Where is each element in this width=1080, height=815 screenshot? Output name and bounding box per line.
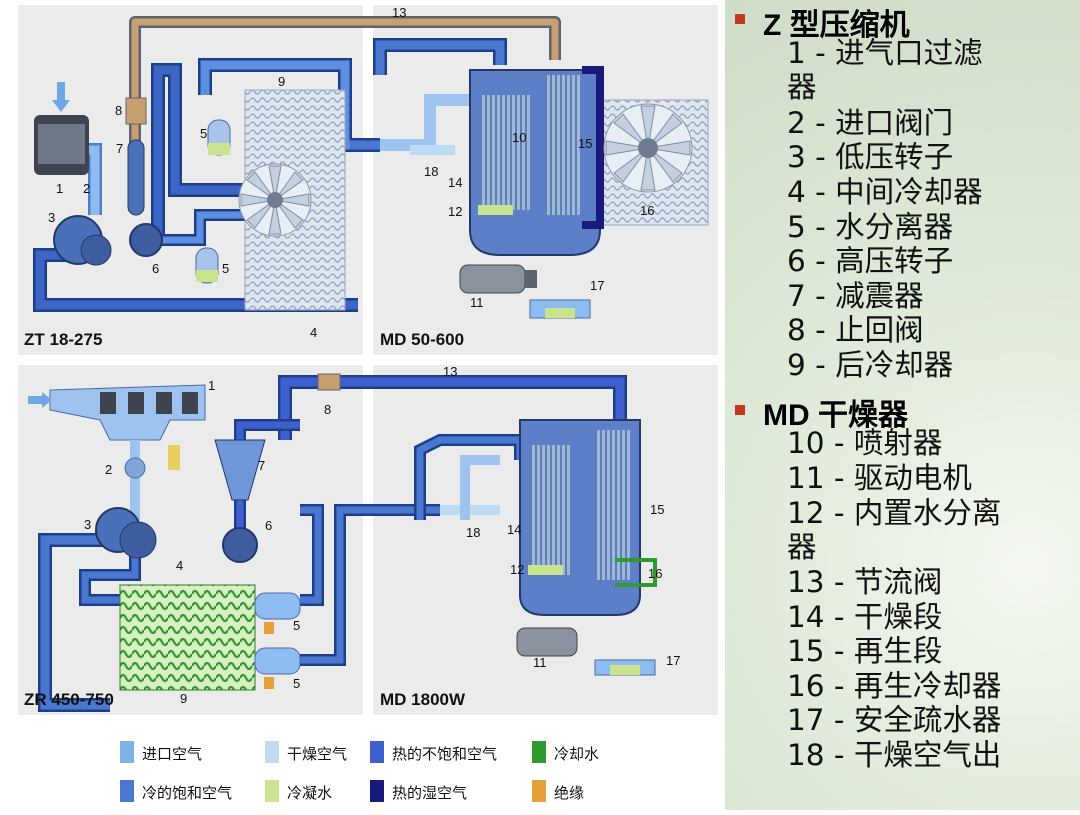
callout-number: 1 bbox=[56, 181, 63, 196]
list-item: 2 - 进口阀门 bbox=[787, 106, 954, 140]
callout-number: 17 bbox=[666, 653, 680, 668]
list-item: 12 - 内置水分离 bbox=[787, 496, 1002, 530]
legend-label: 干燥空气 bbox=[287, 745, 348, 763]
list-item: 15 - 再生段 bbox=[787, 634, 943, 668]
zr-compressor-graphic bbox=[28, 384, 440, 712]
callout-number: 16 bbox=[640, 203, 654, 218]
callout-number: 11 bbox=[470, 295, 484, 310]
legend-label: 热的湿空气 bbox=[392, 784, 468, 802]
callout-number: 7 bbox=[258, 458, 265, 473]
callout-number: 11 bbox=[533, 655, 547, 670]
callout-number: 1 bbox=[208, 378, 215, 393]
compressor-dryer-diagram: ZT 18-275 MD 50-600 ZR 450-750 MD 1800W … bbox=[18, 5, 718, 802]
callout-number: 15 bbox=[578, 136, 592, 151]
callout-number: 2 bbox=[105, 462, 112, 477]
zt-compressor-graphic bbox=[33, 58, 380, 312]
callout-number: 6 bbox=[265, 518, 272, 533]
section-title-dryer: MD 干燥器 bbox=[763, 399, 908, 432]
section-title-compressor: Z 型压缩机 bbox=[763, 9, 910, 42]
legend-swatch-insulation bbox=[532, 780, 546, 802]
callout-number: 2 bbox=[83, 181, 90, 196]
list-item: 器 bbox=[787, 70, 817, 104]
list-item: 11 - 驱动电机 bbox=[787, 461, 972, 495]
callout-number: 12 bbox=[510, 562, 524, 577]
component-list: Z 型压缩机 1 - 进气口过滤 器 2 - 进口阀门 3 - 低压转子 4 -… bbox=[725, 0, 1080, 810]
callout-number: 12 bbox=[448, 204, 462, 219]
list-item: 17 - 安全疏水器 bbox=[787, 703, 1002, 737]
list-item: 5 - 水分离器 bbox=[787, 210, 954, 244]
callout-number: 8 bbox=[115, 103, 122, 118]
callout-number: 4 bbox=[176, 558, 183, 573]
callout-number: 4 bbox=[310, 325, 317, 340]
callout-number: 6 bbox=[152, 261, 159, 276]
list-item: 6 - 高压转子 bbox=[787, 244, 954, 278]
callout-number: 9 bbox=[180, 691, 187, 706]
callout-number: 8 bbox=[324, 402, 331, 417]
callout-number: 5 bbox=[293, 618, 300, 633]
legend-label: 进口空气 bbox=[142, 745, 203, 763]
callout-number: 17 bbox=[590, 278, 604, 293]
flow-diagram-svg: ZT 18-275 MD 50-600 ZR 450-750 MD 1800W … bbox=[18, 5, 718, 715]
panel-label-md1800: MD 1800W bbox=[380, 690, 466, 709]
callout-number: 16 bbox=[648, 566, 662, 581]
md-dryer-graphic bbox=[350, 38, 709, 319]
callout-number: 18 bbox=[424, 164, 438, 179]
legend-label: 热的不饱和空气 bbox=[392, 745, 498, 763]
legend-label: 冷凝水 bbox=[287, 784, 333, 802]
callout-number: 14 bbox=[507, 522, 521, 537]
legend-swatch-hot-wet-air bbox=[370, 780, 384, 802]
legend-label: 冷却水 bbox=[554, 745, 600, 763]
callout-number: 13 bbox=[392, 5, 406, 20]
legend-swatch-cold-saturated-air bbox=[120, 780, 134, 802]
list-item: 器 bbox=[787, 530, 817, 564]
legend-swatch-intake-air bbox=[120, 741, 134, 763]
callout-number: 3 bbox=[48, 210, 55, 225]
panel-label-md50: MD 50-600 bbox=[380, 330, 464, 349]
list-item: 3 - 低压转子 bbox=[787, 140, 954, 174]
callout-number: 7 bbox=[116, 141, 123, 156]
callout-number: 10 bbox=[512, 130, 526, 145]
callout-number: 9 bbox=[278, 74, 285, 89]
bullet-icon bbox=[735, 14, 745, 24]
pipe-13-bottom bbox=[278, 373, 627, 440]
callout-number: 5 bbox=[222, 261, 229, 276]
bullet-icon bbox=[735, 405, 745, 415]
callout-number: 18 bbox=[466, 525, 480, 540]
list-item: 7 - 减震器 bbox=[787, 279, 924, 313]
callout-number: 5 bbox=[200, 126, 207, 141]
list-item: 13 - 节流阀 bbox=[787, 565, 943, 599]
legend-swatch-cooling-water bbox=[532, 741, 546, 763]
callout-number: 14 bbox=[448, 175, 462, 190]
list-item: 4 - 中间冷却器 bbox=[787, 175, 983, 209]
list-item: 16 - 再生冷却器 bbox=[787, 669, 1002, 703]
callout-number: 13 bbox=[443, 364, 457, 379]
panel-label-zt: ZT 18-275 bbox=[24, 330, 102, 349]
legend-label: 绝缘 bbox=[554, 784, 585, 802]
legend-swatch-condensate bbox=[265, 780, 279, 802]
callout-number: 5 bbox=[293, 676, 300, 691]
callout-number: 3 bbox=[84, 517, 91, 532]
legend-label: 冷的饱和空气 bbox=[142, 784, 233, 802]
md-1800w-graphic bbox=[414, 419, 657, 676]
list-item: 10 - 喷射器 bbox=[787, 426, 943, 460]
list-item: 14 - 干燥段 bbox=[787, 600, 943, 634]
legend-swatch-dry-air bbox=[265, 741, 279, 763]
list-item: 9 - 后冷却器 bbox=[787, 348, 954, 382]
list-item: 1 - 进气口过滤 bbox=[787, 36, 983, 70]
panel-label-zr: ZR 450-750 bbox=[24, 690, 114, 709]
list-item: 8 - 止回阀 bbox=[787, 313, 924, 347]
list-item: 18 - 干燥空气出 bbox=[787, 738, 1002, 772]
callout-number: 15 bbox=[650, 502, 664, 517]
legend-swatch-hot-unsaturated-air bbox=[370, 741, 384, 763]
